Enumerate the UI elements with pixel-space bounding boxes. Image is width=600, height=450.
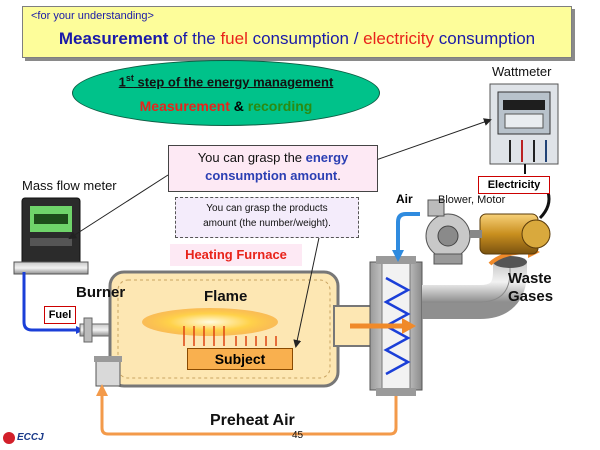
eccj-logo-icon	[3, 432, 15, 444]
flame-icon	[142, 308, 278, 336]
products-note-line2: amount (the number/weight).	[203, 218, 331, 229]
title-text-of: of the	[168, 29, 221, 48]
step-number-suffix: st	[125, 73, 134, 83]
title-measurement: Measurement	[58, 29, 169, 48]
waste-gas-pipe-outline	[422, 262, 511, 303]
air-inlet-arrow	[396, 212, 420, 254]
energy-note-period: .	[337, 168, 341, 183]
title-fuel: fuel	[220, 29, 248, 48]
wattmeter-icon	[489, 83, 559, 165]
heat-exchanger-top-flange	[376, 256, 416, 264]
energy-note-energy: energy	[305, 150, 349, 165]
waste-label: Waste	[508, 270, 552, 287]
preheat-air-arrowhead	[96, 384, 108, 396]
preheat-air-label: Preheat Air	[210, 412, 295, 429]
subject-label: Subject	[187, 348, 293, 370]
heating-furnace-label: Heating Furnace	[170, 244, 302, 266]
title-subtitle: <for your understanding>	[31, 10, 154, 22]
gases-label: Gases	[508, 288, 554, 305]
air-inlet-arrowhead	[392, 250, 404, 262]
energy-management-step-ellipse: 1st step of the energy management Measur…	[72, 60, 380, 126]
leader-to-mass-flow-meter	[68, 174, 169, 240]
step-recording: recording	[247, 98, 313, 114]
blower-icon	[425, 199, 471, 265]
page-number: 45	[292, 430, 304, 441]
mass-flow-meter-icon	[13, 197, 89, 275]
title-electricity: electricity	[363, 29, 435, 48]
step-measurement: Measurement	[139, 98, 230, 114]
fuel-pipe	[22, 272, 80, 332]
eccj-logo-text: ECCJ	[17, 432, 44, 443]
furnace-leg-left	[95, 359, 121, 387]
step-heading: 1st step of the energy management	[73, 73, 379, 89]
step-number: 1	[118, 74, 126, 90]
step-subheading: Measurement & recording	[73, 98, 379, 114]
mass-flow-meter-label: Mass flow meter	[22, 178, 117, 193]
products-amount-note: You can grasp the products amount (the n…	[175, 197, 359, 238]
wattmeter-label: Wattmeter	[492, 64, 552, 79]
electricity-cable	[538, 191, 551, 220]
title-text-consumption-end: consumption	[434, 29, 536, 48]
fuel-label: Fuel	[44, 306, 76, 324]
electricity-label: Electricity	[478, 176, 550, 194]
furnace-leg-left-cap	[94, 356, 122, 362]
page-title: Measurement of the fuel consumption / el…	[23, 29, 571, 49]
furnace-inner-lining	[117, 279, 331, 379]
energy-consumption-note: You can grasp the energy consumption amo…	[168, 145, 378, 192]
leader-to-subject	[293, 232, 321, 348]
burner-flange	[83, 317, 93, 343]
heat-arrows	[183, 326, 277, 346]
step-amp: &	[229, 98, 248, 114]
blower-motor-label: Blower, Motor	[438, 194, 506, 206]
heat-exchanger-bottom-flange	[376, 388, 416, 396]
leader-to-wattmeter	[375, 118, 492, 161]
step-heading-text: step of the energy management	[133, 74, 334, 90]
burner-label: Burner	[76, 284, 126, 301]
preheat-air-pipe	[100, 392, 398, 436]
waste-gas-pipe	[422, 262, 527, 319]
energy-note-consumption-amount: consumption amount	[205, 168, 338, 183]
title-text-consumption: consumption /	[247, 29, 364, 48]
flame-label: Flame	[204, 288, 248, 305]
waste-gas-outlet	[493, 256, 527, 268]
air-label: Air	[396, 192, 413, 206]
motor-icon	[470, 213, 551, 255]
energy-note-text-1: You can grasp the	[197, 150, 306, 165]
products-note-line1: You can grasp the products	[206, 203, 328, 214]
title-banner: <for your understanding> Measurement of …	[22, 6, 572, 58]
exhaust-arrowhead	[402, 318, 416, 334]
